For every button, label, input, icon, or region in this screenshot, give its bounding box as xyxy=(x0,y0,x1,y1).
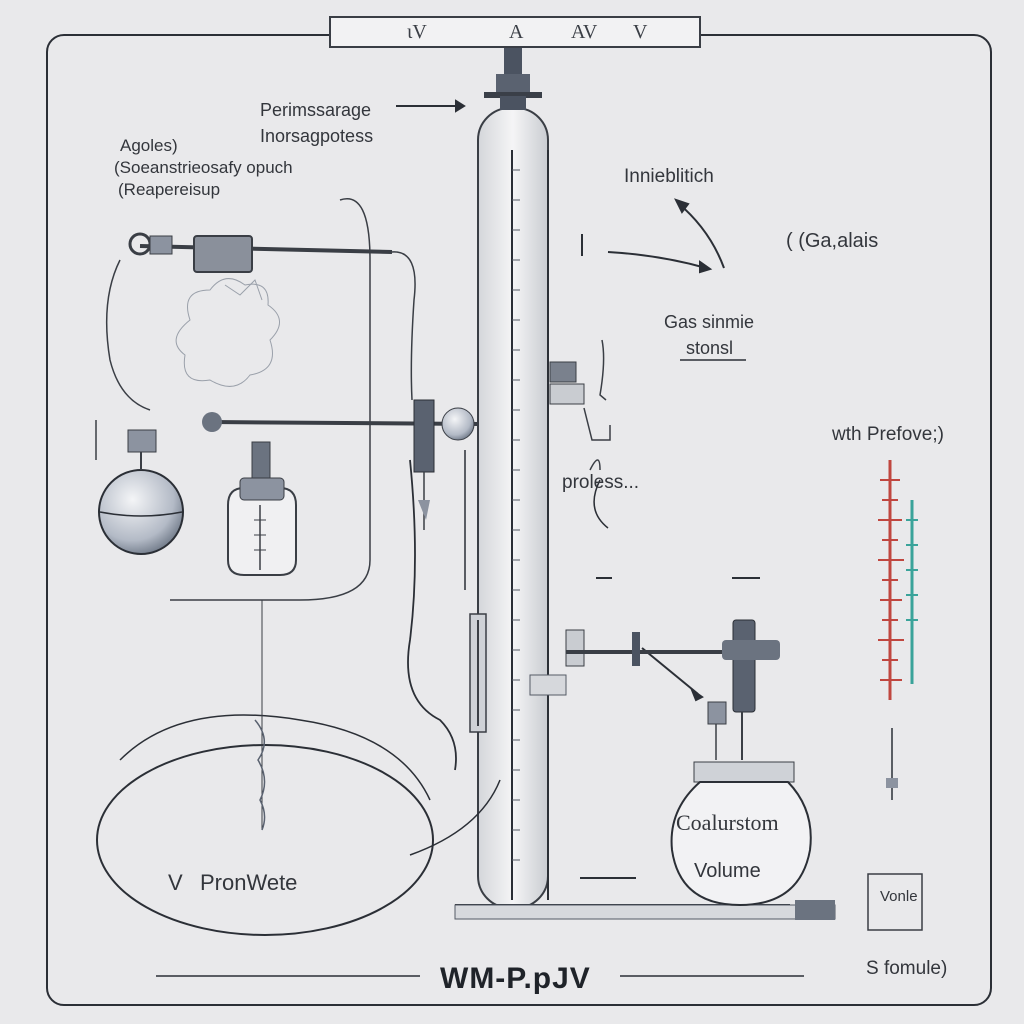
middle-rod xyxy=(202,399,479,530)
upper-right-clamp xyxy=(549,339,611,529)
header-segment-4: V xyxy=(633,21,648,43)
label-gas-1: Gas sinmie xyxy=(664,312,755,332)
label-pion-v: V xyxy=(168,870,183,895)
label-vonle: Vonle xyxy=(880,888,918,905)
upper-clamp-arm xyxy=(105,232,416,411)
label-gaslais: ( (Ga,alais xyxy=(786,230,879,252)
base-plate xyxy=(454,900,836,920)
label-with-pref: wth Prefove;) xyxy=(832,424,944,445)
header-segment-2: A xyxy=(509,21,524,43)
header-segment-1: ɩV xyxy=(407,21,427,43)
header-segment-3: AV xyxy=(571,21,598,43)
teal-gauge xyxy=(906,500,918,684)
pointer-arrows xyxy=(396,99,725,879)
sphere-flask xyxy=(95,420,184,555)
label-process: proless... xyxy=(562,472,640,493)
label-sformule: S fomule) xyxy=(866,958,948,979)
label-agoles-3: (Reapereisup xyxy=(118,180,221,199)
red-gauge xyxy=(878,460,904,700)
label-agoles-2: (Soeanstrieosafy opuch xyxy=(114,158,293,177)
footer-title: WM-P.pJV xyxy=(440,962,591,995)
label-coal: Coalurstom xyxy=(676,810,779,835)
label-perimeter-2: Inorsagpotess xyxy=(260,126,374,146)
connecting-tube xyxy=(170,198,371,601)
label-agoles-1: Agoles) xyxy=(120,136,178,155)
central-column xyxy=(477,48,549,909)
label-perimeter-1: Perimssarage xyxy=(260,100,372,120)
lower-vessel xyxy=(96,600,434,936)
label-volume: Volume xyxy=(694,860,761,882)
burette-assembly xyxy=(565,619,780,760)
bottle xyxy=(227,441,297,576)
cloud-sketch xyxy=(175,278,280,387)
label-innieb: Innieblitich xyxy=(624,166,714,187)
label-gas-2: stonsl xyxy=(686,338,734,358)
thin-pointer xyxy=(886,728,898,800)
small-gauge xyxy=(469,613,567,733)
label-pion: PronWete xyxy=(200,870,298,895)
header-bar: ɩV A AV V xyxy=(329,16,701,48)
vonle-box xyxy=(867,873,923,931)
volume-flask xyxy=(670,761,812,907)
drain-tube xyxy=(407,459,457,771)
